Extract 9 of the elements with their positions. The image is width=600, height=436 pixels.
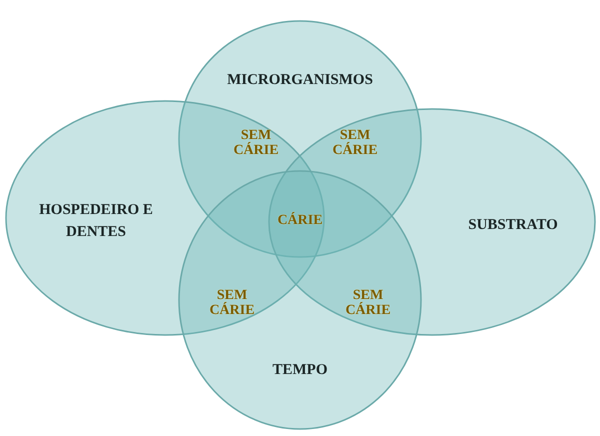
set-label: HOSPEDEIRO E DENTES (38, 201, 154, 242)
overlap-label: SEM CÁRIE (331, 128, 379, 159)
overlap-label: SEM CÁRIE (344, 288, 392, 319)
set-label: TEMPO (272, 361, 328, 380)
overlap-label: CÁRIE (276, 213, 324, 228)
overlap-label: SEM CÁRIE (232, 128, 280, 159)
set-label: SUBSTRATO (467, 216, 559, 235)
overlap-label: SEM CÁRIE (208, 288, 256, 319)
set-label: MICRORGANISMOS (226, 71, 374, 90)
